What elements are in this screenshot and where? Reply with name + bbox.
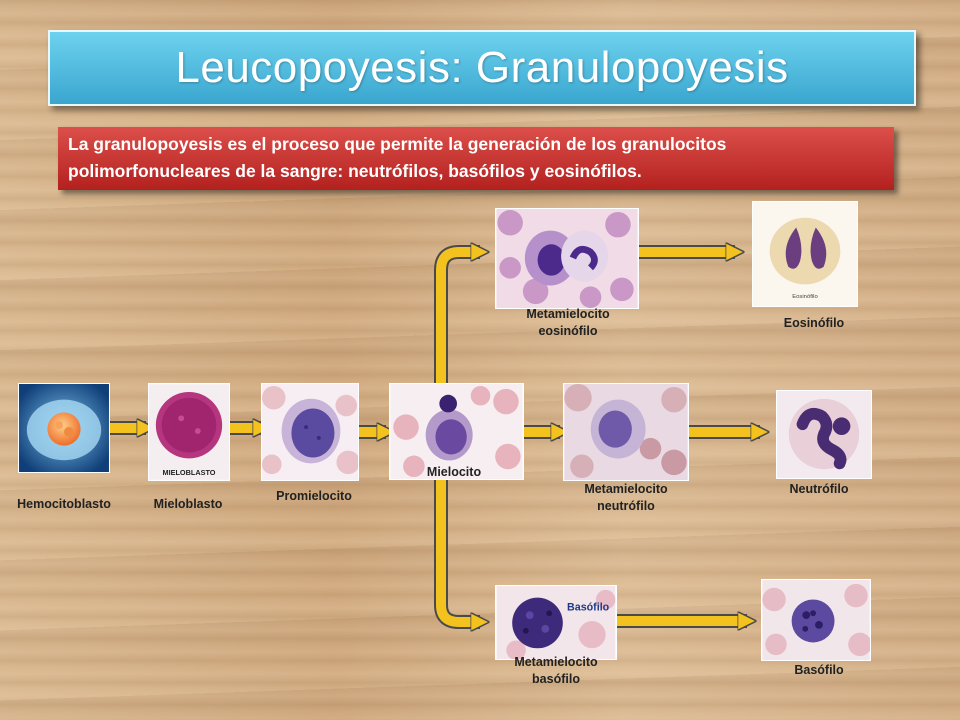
label-basofilo: Basófilo: [794, 663, 844, 677]
mieloblasto-image: MIELOBLASTO: [148, 383, 230, 481]
basofilo-image: [761, 579, 871, 661]
label-metamielocito-eosinofilo: Metamielocito eosinófilo: [526, 307, 610, 338]
page-title: Leucopoyesis: Granulopoyesis: [48, 30, 916, 106]
eosinofilo-image: Eosinófilo: [752, 201, 858, 307]
label-mielocito: Mielocito: [426, 465, 482, 479]
label-metamielocito-neutrofilo: Metamielocito neutrófilo: [584, 482, 668, 513]
intro-text: La granulopoyesis es el proceso que perm…: [58, 127, 894, 190]
label-promielocito: Promielocito: [276, 489, 352, 503]
label-hemocitoblasto: Hemocitoblasto: [17, 497, 111, 511]
label-eosinofilo: Eosinófilo: [783, 316, 845, 330]
arrow-mielocito-eos: [436, 252, 480, 398]
label-metamielocito-basofilo: Metamielocito basófilo: [514, 655, 598, 686]
eosinofilo-inset-caption: Eosinófilo: [792, 294, 818, 300]
hemocitoblasto-image: [18, 383, 110, 473]
promielocito-image: [261, 383, 359, 481]
neutrofilo-image: [776, 390, 872, 479]
arrow-mielocito-bas: [436, 470, 480, 622]
metamielocito-basofilo-image: Basófilo: [495, 585, 617, 660]
basofilo-inset-caption: Basófilo: [567, 601, 610, 613]
label-neutrofilo: Neutrófilo: [789, 482, 849, 496]
metamielocito-eosinofilo-image: [495, 208, 639, 309]
mielocito-image: [389, 383, 524, 480]
mieloblasto-caption: MIELOBLASTO: [163, 468, 216, 477]
metamielocito-neutrofilo-image: [563, 383, 689, 481]
label-mieloblasto: Mieloblasto: [153, 497, 223, 511]
